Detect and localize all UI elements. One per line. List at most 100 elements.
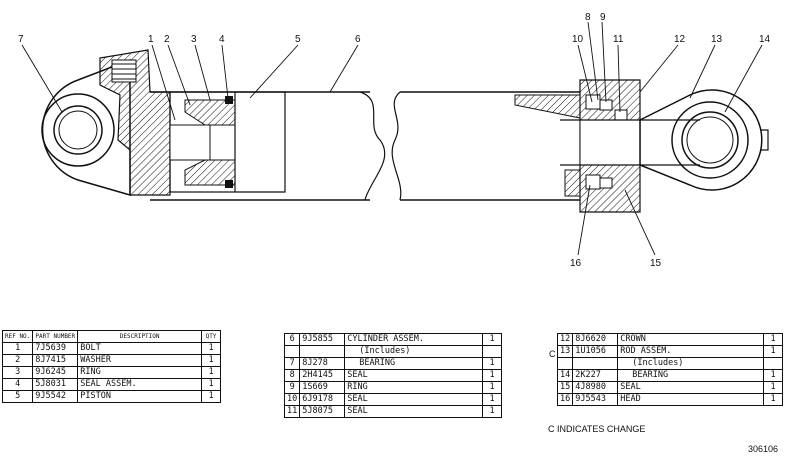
callout-6: 6: [355, 34, 361, 45]
part-number-cell: 1U1056: [572, 345, 619, 358]
table-row: 15 4J8980 SEAL 1: [556, 381, 783, 394]
description-cell: (Includes): [617, 357, 764, 370]
callout-12: 12: [674, 34, 686, 45]
part-number-cell: 7J5639: [32, 342, 79, 355]
part-number-cell: 9J5542: [32, 390, 79, 403]
part-number-cell: [299, 345, 346, 358]
table-row: 4 5J8031 SEAL ASSEM. 1: [1, 378, 221, 391]
callout-15: 15: [650, 258, 662, 269]
callout-7: 7: [18, 34, 24, 45]
change-marker: C: [549, 349, 556, 359]
part-number-cell: 4J8980: [572, 381, 619, 394]
change-note: C INDICATES CHANGE: [548, 424, 646, 434]
table-row: 5 9J5542 PISTON 1: [1, 390, 221, 403]
table-row: 7 8J278 BEARING 1: [283, 357, 502, 370]
ref-cell: 16: [556, 393, 574, 406]
qty-cell: 1: [763, 393, 783, 406]
description-cell: BEARING: [344, 357, 483, 370]
callout-11: 11: [613, 34, 624, 45]
callout-13: 13: [711, 34, 723, 45]
description-cell: SEAL: [344, 405, 483, 418]
cylinder-head-right: [560, 79, 700, 213]
description-cell: RING: [77, 366, 202, 379]
ref-cell: 1: [1, 342, 34, 355]
header-part-number: PART NUMBER: [32, 330, 79, 343]
ref-cell: 10: [283, 393, 301, 406]
ref-cell: 3: [1, 366, 34, 379]
callout-14: 14: [759, 34, 771, 45]
qty-cell: 1: [201, 378, 221, 391]
parts-table-middle: 6 9J5855 CYLINDER ASSEM. 1 (Includes) 7 …: [283, 333, 502, 418]
qty-cell: 1: [482, 333, 502, 346]
table-row: 9 1S669 RING 1: [283, 381, 502, 394]
ref-cell: 11: [283, 405, 301, 418]
header-ref: REF NO.: [1, 330, 34, 343]
qty-cell: 1: [201, 390, 221, 403]
ref-cell: [283, 345, 301, 358]
description-cell: SEAL ASSEM.: [77, 378, 202, 391]
part-number-cell: 1S669: [299, 381, 346, 394]
callout-3: 3: [191, 34, 197, 45]
leader-lines: [21, 21, 763, 256]
description-cell: WASHER: [77, 354, 202, 367]
qty-cell: 1: [763, 369, 783, 382]
table-row: 2 8J7415 WASHER 1: [1, 354, 221, 367]
part-number-cell: 8J7415: [32, 354, 79, 367]
callout-9: 9: [600, 12, 606, 23]
barrel-right: [391, 91, 581, 201]
right-eye: [639, 89, 769, 191]
qty-cell: 1: [482, 393, 502, 406]
table-row: 1 7J5639 BOLT 1: [1, 342, 221, 355]
left-eye: [41, 58, 131, 196]
callout-5: 5: [295, 34, 301, 45]
qty-cell: 1: [763, 381, 783, 394]
table-row: 3 9J6245 RING 1: [1, 366, 221, 379]
table-row: 10 6J9178 SEAL 1: [283, 393, 502, 406]
ref-cell: 8: [283, 369, 301, 382]
part-number-cell: 8J278: [299, 357, 346, 370]
callout-10: 10: [572, 34, 584, 45]
ref-cell: 5: [1, 390, 34, 403]
qty-cell: 1: [482, 381, 502, 394]
header-description: DESCRIPTION: [77, 330, 202, 343]
part-number-cell: 2K227: [572, 369, 619, 382]
callout-1: 1: [148, 34, 154, 45]
qty-cell: 1: [201, 342, 221, 355]
description-cell: BOLT: [77, 342, 202, 355]
description-cell: SEAL: [344, 393, 483, 406]
part-number-cell: 5J8031: [32, 378, 79, 391]
figure-number: 306106: [748, 444, 779, 454]
description-cell: SEAL: [617, 381, 764, 394]
table-row: 14 2K227 BEARING 1: [556, 369, 783, 382]
table-row: 16 9J5543 HEAD 1: [556, 393, 783, 406]
callout-16: 16: [570, 258, 582, 269]
callout-4: 4: [219, 34, 225, 45]
part-number-cell: [572, 357, 619, 370]
ref-cell: 9: [283, 381, 301, 394]
table-header-row: REF NO. PART NUMBER DESCRIPTION QTY: [1, 330, 221, 343]
description-cell: (Includes): [344, 345, 483, 358]
description-cell: CROWN: [617, 333, 764, 346]
callout-labels: 7 1 2 3 4 5 6 8 9 10 11 12 13 14 16 15: [18, 12, 771, 269]
qty-cell: 1: [763, 345, 783, 358]
table-row: 8 2H4145 SEAL 1: [283, 369, 502, 382]
description-cell: SEAL: [344, 369, 483, 382]
description-cell: RING: [344, 381, 483, 394]
qty-cell: 1: [482, 369, 502, 382]
barrel-left: [150, 91, 386, 201]
cylinder-head-left: [99, 49, 171, 196]
table-row: (Includes): [283, 345, 502, 358]
qty-cell: 1: [201, 366, 221, 379]
part-number-cell: 6J9178: [299, 393, 346, 406]
part-number-cell: 2H4145: [299, 369, 346, 382]
description-cell: HEAD: [617, 393, 764, 406]
description-cell: ROD ASSEM.: [617, 345, 764, 358]
description-cell: PISTON: [77, 390, 202, 403]
qty-cell: 1: [201, 354, 221, 367]
part-number-cell: 5J8075: [299, 405, 346, 418]
qty-cell: [482, 345, 502, 358]
part-number-cell: 9J6245: [32, 366, 79, 379]
ref-cell: 6: [283, 333, 301, 346]
table-row: (Includes): [556, 357, 783, 370]
